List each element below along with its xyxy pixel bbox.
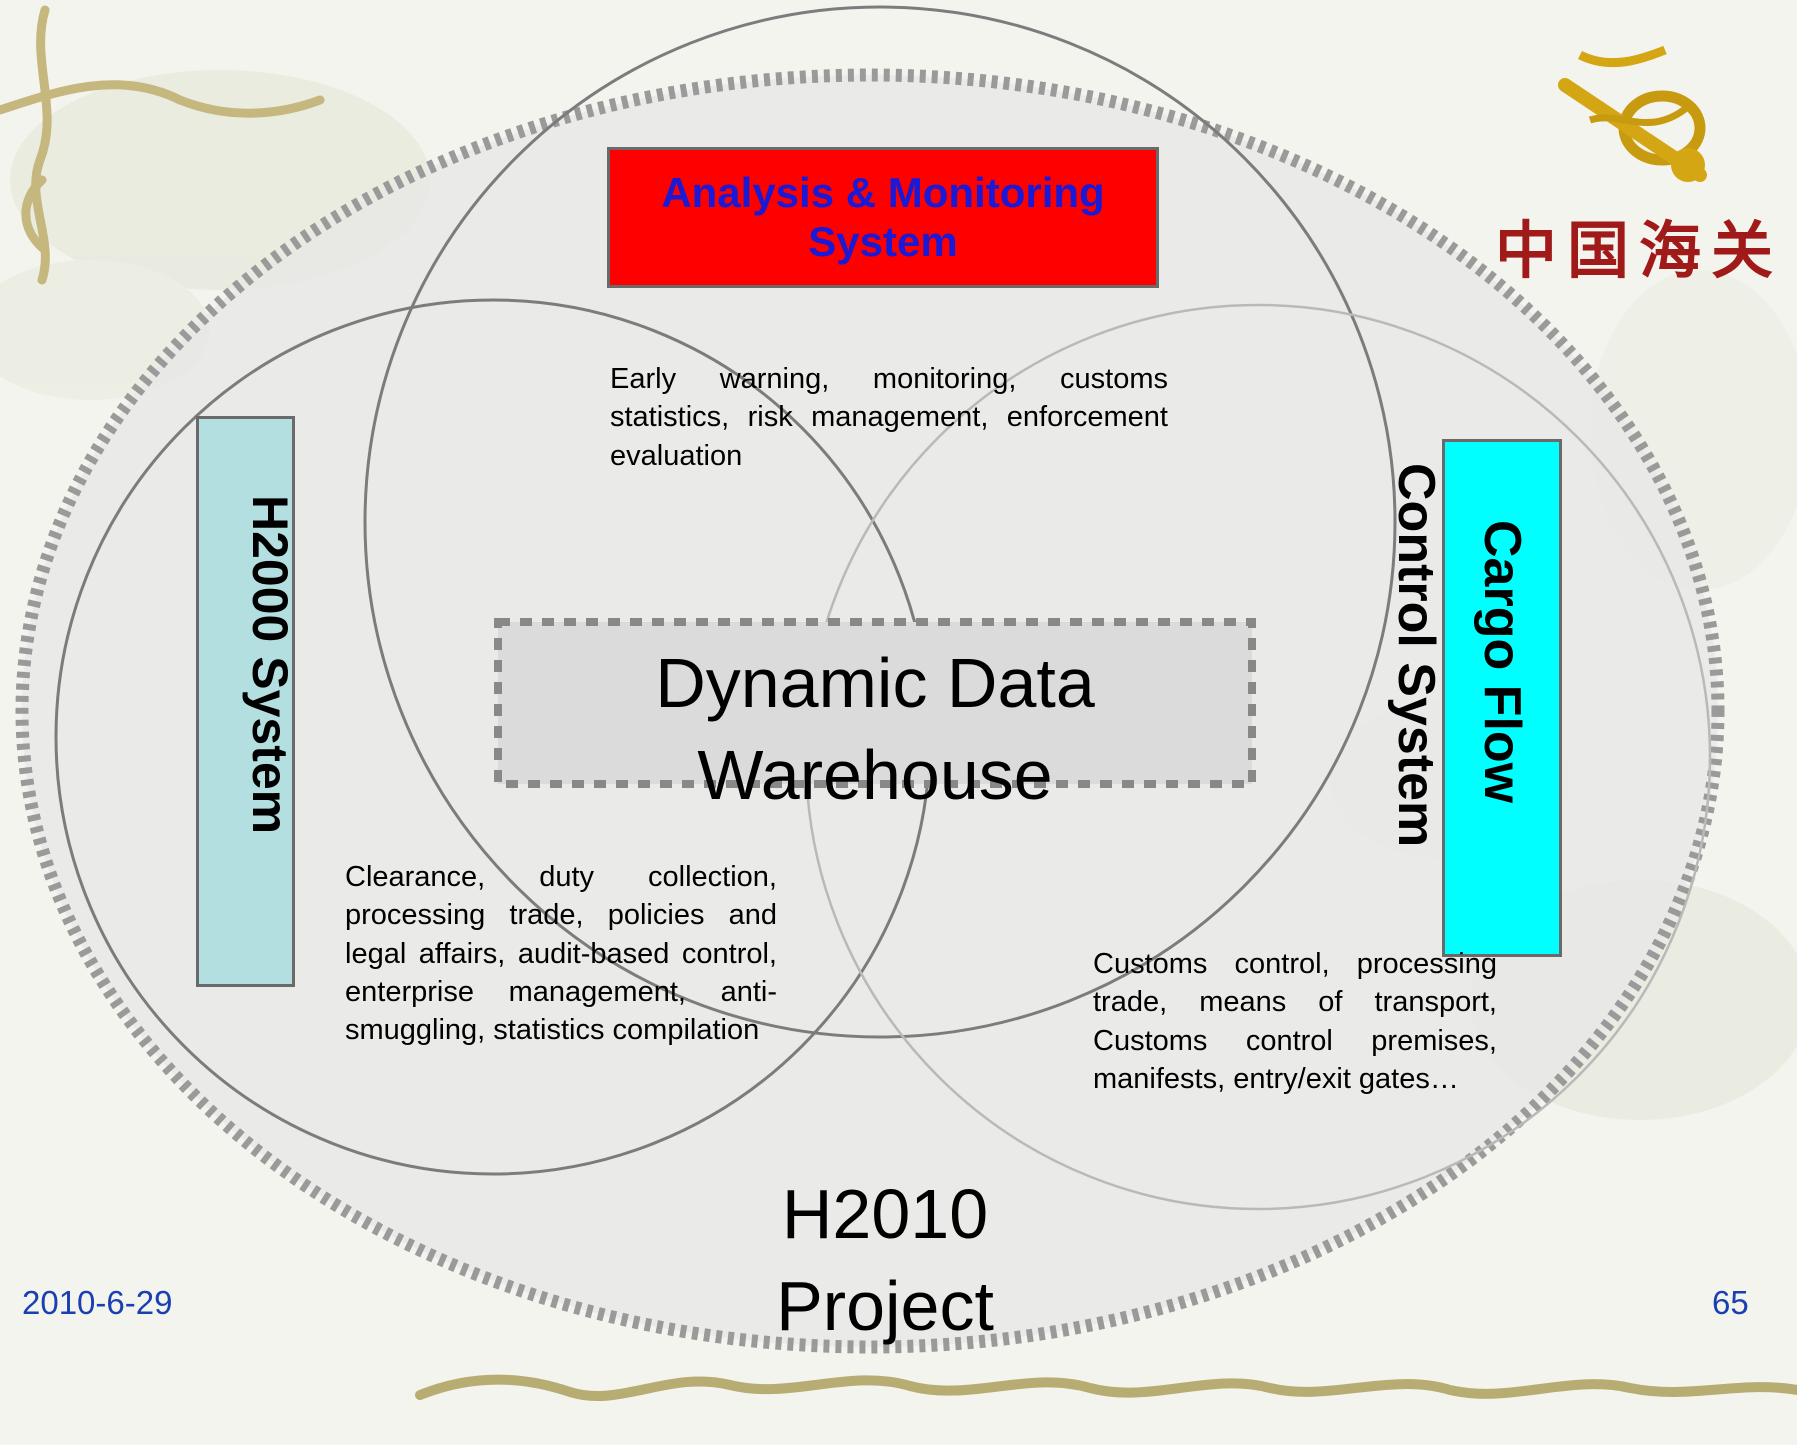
analysis-description: Early warning, monitoring, customs stati…	[610, 363, 1168, 472]
cargo-system-box	[1442, 439, 1562, 957]
h2000-system-label: H2000 System	[242, 495, 298, 835]
vine-decoration	[0, 5, 325, 285]
analysis-system-box: Analysis & Monitoring System	[607, 147, 1159, 288]
data-warehouse-label: Dynamic Data Warehouse	[655, 644, 1095, 814]
cargo-description: Customs control, processing trade, means…	[1093, 948, 1497, 1095]
customs-emblem-icon	[1558, 45, 1707, 182]
footer-date: 2010-6-29	[22, 1284, 173, 1321]
customs-logo-text: 中国海关	[1495, 214, 1784, 287]
h2010-project-label: H2010 Project	[776, 1175, 994, 1345]
page-number: 65	[1712, 1284, 1749, 1321]
data-warehouse-box	[494, 618, 1256, 788]
analysis-system-circle	[363, 5, 1397, 1039]
bottom-vine-decoration	[415, 1374, 1797, 1401]
h2000-description: Clearance, duty collection, processing t…	[345, 861, 777, 1047]
cargo-system-label: Cargo Flow	[1473, 520, 1531, 804]
analysis-system-label: Analysis & Monitoring System	[661, 169, 1105, 265]
cargo-control-system-label: Control System	[1387, 463, 1445, 848]
h2000-system-box	[196, 416, 295, 987]
